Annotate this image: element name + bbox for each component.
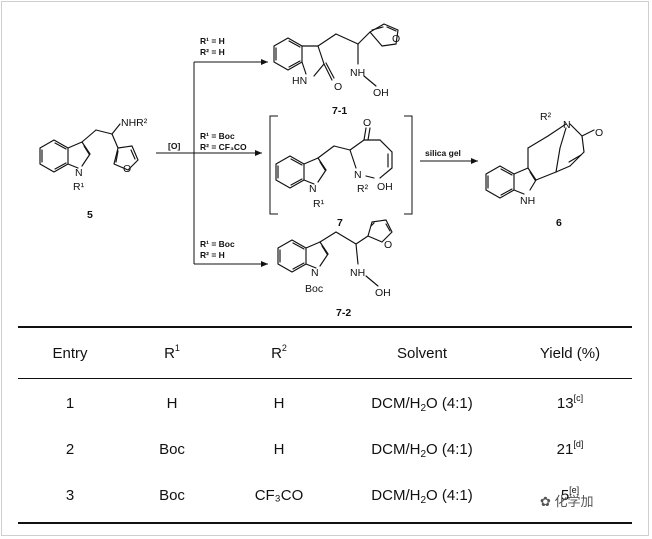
condition-bot-r2: R² = H (200, 250, 225, 260)
table-row: 3 Boc CF₃CO DCM/H2O (4:1) 5[e] (18, 482, 632, 510)
header-r1: R1 (164, 343, 180, 363)
compound-label-7: 7 (337, 217, 343, 229)
cell-solvent: DCM/H2O (4:1) (371, 441, 473, 460)
bracket-right (404, 115, 413, 215)
atom-r2-7: R² (357, 183, 369, 195)
cell-yield: 5[e] (560, 485, 580, 505)
table-row: 2 Boc H DCM/H2O (4:1) 21[d] (18, 436, 632, 464)
compound-5-structure (39, 123, 139, 173)
cell-r2: H (273, 441, 285, 458)
table-mid-rule (18, 378, 632, 379)
atom-o-carbonyl-7-1: O (334, 81, 342, 93)
atom-n-bridge-6: N (563, 119, 571, 131)
header-r2: R2 (271, 343, 287, 363)
atom-oh-7-2: OH (375, 287, 391, 299)
atom-o-ketone-7: O (363, 117, 371, 129)
compound-6-structure (485, 123, 595, 199)
header-solvent: Solvent (396, 345, 448, 362)
cell-r1: Boc (159, 487, 185, 504)
atom-nh-7-1: NH (350, 67, 365, 79)
cell-entry: 3 (65, 487, 75, 504)
atom-oh-7-1: OH (373, 87, 389, 99)
condition-top-r2: R² = H (200, 47, 225, 57)
cell-r1: H (166, 395, 178, 412)
atom-nh-6: NH (520, 195, 535, 207)
atom-n-ring-7: N (354, 169, 362, 181)
cell-r1: Boc (159, 441, 185, 458)
cell-solvent: DCM/H2O (4:1) (371, 395, 473, 414)
compound-7-1-structure (273, 23, 399, 87)
atom-nh-7-2: NH (350, 267, 365, 279)
compound-label-6: 6 (556, 217, 562, 229)
cell-entry: 1 (65, 395, 75, 412)
atom-o-furan-7-2: O (384, 239, 392, 251)
condition-mid-r1: R¹ = Boc (200, 131, 235, 141)
cell-solvent: DCM/H2O (4:1) (371, 487, 473, 506)
atom-r2-6: R² (540, 111, 552, 123)
reaction-scheme: NHR² N R¹ O 5 [O] R¹ = H R² = H R¹ = Boc… (39, 23, 603, 319)
compound-7-structure (275, 127, 393, 189)
atom-o-furan-7-1: O (392, 33, 400, 45)
atom-r1-5: R¹ (73, 181, 85, 193)
compound-label-7-2: 7-2 (336, 307, 351, 319)
atom-hn-7-1: HN (292, 75, 307, 87)
table-bottom-rule (18, 522, 632, 524)
results-table: Entry R1 R2 Solvent Yield (%) 1 H H DCM/… (18, 326, 632, 524)
atom-o-furan-5: O (123, 163, 131, 175)
atom-n-indole-7: N (309, 183, 317, 195)
compound-7-2-structure (277, 219, 393, 287)
atom-boc-7-2: Boc (305, 283, 323, 295)
condition-top-r1: R¹ = H (200, 36, 225, 46)
table-header-row: Entry R1 R2 Solvent Yield (%) (18, 340, 632, 368)
cell-yield: 21[d] (556, 439, 584, 459)
compound-label-5: 5 (87, 209, 93, 221)
condition-mid-r2: R² = CF₃CO (200, 142, 247, 152)
bracket-left (269, 115, 278, 215)
atom-n-5: N (75, 167, 83, 179)
cell-r2: H (273, 395, 285, 412)
atom-oh-7: OH (377, 181, 393, 193)
cell-entry: 2 (65, 441, 75, 458)
atom-r1-7: R¹ (313, 198, 325, 210)
header-yield: Yield (%) (539, 345, 601, 362)
reagent-silica-gel: silica gel (425, 148, 461, 158)
header-entry: Entry (52, 345, 88, 362)
atom-o-ketone-6: O (595, 127, 603, 139)
table-top-rule (18, 326, 632, 328)
cell-r2: CF₃CO (254, 487, 304, 504)
atom-n-indole-7-2: N (311, 267, 319, 279)
watermark-logo: ✿ 化学加 (540, 494, 594, 509)
reagent-oxidant: [O] (168, 141, 180, 151)
cell-yield: 13[c] (556, 393, 584, 413)
atom-nhr2: NHR² (121, 117, 148, 129)
compound-label-7-1: 7-1 (332, 105, 347, 117)
condition-bot-r1: R¹ = Boc (200, 239, 235, 249)
table-row: 1 H H DCM/H2O (4:1) 13[c] (18, 390, 632, 418)
